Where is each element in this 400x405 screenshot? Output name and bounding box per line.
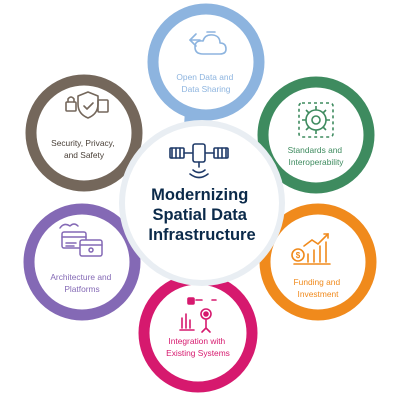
segment-label-line-1: Security, Privacy, [51, 138, 114, 148]
center-outer-ring [119, 120, 285, 286]
segment-standards: Standards and Interoperability [257, 76, 375, 194]
cloud-sync-icon [189, 31, 227, 55]
center-hub: Modernizing Spatial Data Infrastructure [119, 120, 285, 286]
segment-label: Funding and Investment [294, 277, 343, 299]
segment-funding: $ Funding and Investment [259, 203, 377, 321]
segment-ring [257, 76, 375, 194]
segment-label-line-2: Data Sharing [182, 84, 231, 94]
segment-open-data: Open Data and Data Sharing [147, 3, 265, 121]
segment-integration: Integration with Existing Systems [138, 273, 258, 393]
segment-label-line-2: Interoperability [289, 157, 345, 167]
segment-ring [23, 203, 141, 321]
center-title: Modernizing Spatial Data Infrastructure [148, 186, 255, 244]
segment-label-line-1: Integration with [168, 336, 225, 346]
segment-label: Architecture and Platforms [50, 272, 113, 294]
segment-label: Security, Privacy, and Safety [51, 138, 117, 160]
segment-label-line-1: Funding and [294, 277, 341, 287]
segment-ring [138, 273, 258, 393]
segment-ring [147, 3, 265, 121]
center-title-line-2: Spatial Data [152, 206, 247, 224]
segment-ring [259, 203, 377, 321]
dollar-sign: $ [296, 251, 301, 260]
segment-security: Security, Privacy, and Safety [25, 74, 143, 192]
segment-label-line-2: Platforms [64, 284, 99, 294]
segment-label: Open Data and Data Sharing [176, 72, 235, 94]
center-title-line-3: Infrastructure [148, 226, 255, 244]
gears-icon [298, 102, 334, 138]
center-title-line-1: Modernizing [151, 186, 248, 204]
shield-lock-icon [65, 91, 109, 119]
system-integration-icon [179, 297, 217, 333]
segment-label-line-2: and Safety [64, 150, 105, 160]
platform-windows-icon [59, 223, 103, 257]
segment-label-line-1: Standards and [288, 145, 343, 155]
segment-label-line-1: Architecture and [50, 272, 111, 282]
segment-label-line-2: Existing Systems [166, 348, 230, 358]
satellite-icon [169, 143, 229, 179]
segment-label: Standards and Interoperability [288, 145, 345, 167]
segment-ring [25, 74, 143, 192]
segment-label-line-1: Open Data and [176, 72, 233, 82]
segment-label: Integration with Existing Systems [166, 336, 230, 358]
segment-architecture: Architecture and Platforms [23, 203, 141, 321]
dollar-growth-chart-icon [291, 233, 331, 265]
segment-label-line-2: Investment [298, 289, 340, 299]
